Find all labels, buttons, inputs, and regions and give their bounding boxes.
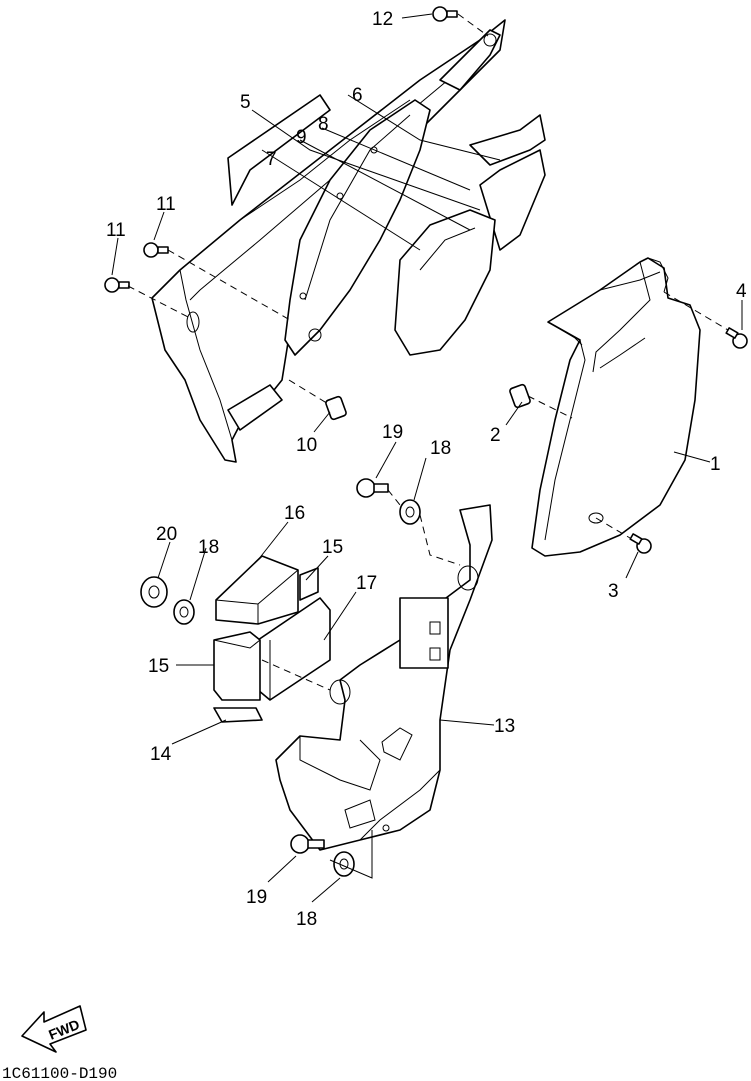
washer-20 (140, 576, 168, 608)
callout-12: 12 (372, 9, 393, 30)
callout-15-upper: 15 (322, 537, 343, 558)
cushion-15-upper (299, 567, 319, 601)
bolt-12 (432, 6, 458, 22)
callout-numbers: 1 2 3 4 5 6 7 8 9 10 11 11 12 13 14 15 1… (106, 9, 747, 930)
bolt-3 (629, 533, 652, 554)
figure-code: 1C61100-D190 (2, 1065, 117, 1081)
callout-16: 16 (284, 503, 305, 524)
left-cover-grommet (469, 114, 546, 251)
bolt-4 (725, 327, 748, 349)
callout-10: 10 (296, 435, 317, 456)
callout-17: 17 (356, 573, 377, 594)
washer-18-upper (399, 499, 421, 525)
bolt-19-lower (290, 834, 325, 854)
right-side-cover (531, 257, 701, 557)
cushion-16 (215, 555, 299, 625)
battery-box-13 (275, 504, 493, 851)
left-cover-edge-strip (227, 384, 283, 431)
callout-11-left: 11 (106, 220, 126, 241)
callout-18-upper: 18 (430, 438, 451, 459)
cushion-15-lower (213, 631, 261, 701)
callout-2: 2 (490, 425, 501, 446)
left-cover-lower-piece (394, 209, 496, 356)
collar-2 (509, 383, 531, 409)
callout-4: 4 (736, 281, 747, 302)
plate-14 (213, 707, 263, 723)
callout-15-lower: 15 (148, 656, 169, 677)
left-cover-rear-bracket (227, 29, 501, 206)
callout-5: 5 (240, 92, 251, 113)
callout-8: 8 (318, 114, 329, 135)
bolt-11-upper (143, 242, 169, 258)
left-cover-inner-panel (284, 99, 431, 356)
bolt-11-lower (104, 277, 130, 293)
washer-18-lower (333, 851, 355, 877)
callout-11-right: 11 (156, 194, 176, 215)
callout-6: 6 (352, 85, 363, 106)
callout-19-upper: 19 (382, 422, 403, 443)
callout-18-left: 18 (198, 537, 219, 558)
callout-18-lower: 18 (296, 909, 317, 930)
leader-lines (111, 13, 743, 903)
washer-18-left (173, 599, 195, 625)
callout-19-lower: 19 (246, 887, 267, 908)
callout-13: 13 (494, 716, 515, 737)
callout-14: 14 (150, 744, 172, 765)
callout-7: 7 (266, 149, 277, 170)
bolt-19-upper (356, 478, 389, 498)
callout-9: 9 (296, 127, 307, 148)
callout-20: 20 (156, 524, 177, 545)
collar-10 (325, 395, 347, 421)
fwd-arrow-icon: FWD (21, 1005, 87, 1053)
callout-1: 1 (710, 454, 721, 475)
callout-3: 3 (608, 581, 619, 602)
